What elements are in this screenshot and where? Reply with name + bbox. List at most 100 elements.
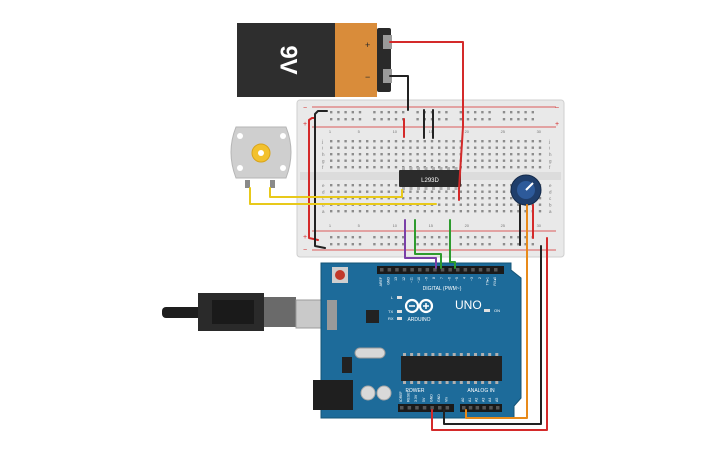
digital-pin[interactable] (471, 268, 475, 272)
power-pin[interactable] (422, 406, 427, 410)
digital-pin[interactable] (387, 268, 392, 272)
power-pin[interactable] (438, 406, 442, 410)
analog-pin[interactable] (475, 406, 480, 410)
column-number: 20 (465, 129, 470, 134)
analog-pin[interactable] (468, 406, 473, 410)
digital-pin[interactable] (402, 268, 407, 272)
reset-button[interactable] (335, 270, 345, 280)
wire-battery-plus[interactable] (389, 41, 464, 190)
analog-pin[interactable] (496, 406, 500, 410)
wire-pot-wiper[interactable] (465, 204, 528, 419)
breadboard-hole (402, 210, 405, 213)
power-pin[interactable] (445, 406, 450, 410)
rail-hole (330, 243, 333, 246)
rail-hole (387, 236, 390, 239)
dc-motor[interactable] (230, 126, 292, 188)
breadboard-hole (430, 140, 434, 143)
rail-hole (380, 243, 383, 246)
breadboard-hole (387, 190, 390, 193)
digital-pin-label: ~6 (447, 277, 451, 281)
digital-pin[interactable] (456, 268, 460, 272)
digital-pin-label: AREF (379, 277, 383, 286)
breadboard-hole (495, 146, 498, 149)
breadboard-hole (438, 153, 441, 156)
rail-hole (423, 236, 426, 239)
digital-pin[interactable] (380, 268, 384, 272)
wire-battery-minus[interactable] (389, 75, 409, 111)
rail-hole (510, 111, 513, 114)
digital-pin[interactable] (440, 268, 445, 272)
power-pin[interactable] (430, 406, 434, 410)
breadboard-hole (502, 166, 506, 169)
power-pin[interactable] (415, 406, 419, 410)
wire-left-black-loop[interactable] (314, 110, 328, 249)
breadboard-hole (330, 153, 333, 156)
digital-pin[interactable] (463, 268, 468, 272)
potentiometer[interactable] (510, 174, 542, 206)
digital-pin-label: GND (387, 277, 391, 285)
analog-pin-label: A3 (481, 398, 485, 402)
digital-pin[interactable] (486, 268, 490, 272)
wire-motor-2[interactable] (269, 187, 403, 198)
wire-5v[interactable] (431, 237, 548, 431)
atmega-pin (445, 381, 449, 384)
wire-purple[interactable] (404, 219, 437, 269)
wire-gnd[interactable] (443, 245, 542, 425)
breadboard-hole (358, 197, 362, 200)
breadboard-hole (394, 197, 398, 200)
rail-hole (344, 111, 347, 114)
ic-pin (424, 187, 428, 190)
usb-controller-chip (366, 310, 379, 323)
analog-pin[interactable] (482, 406, 486, 410)
breadboard-hole (502, 184, 506, 187)
breadboard-hole (481, 140, 484, 143)
breadboard-hole (387, 184, 390, 187)
wire-motor-1[interactable] (249, 187, 437, 205)
ic-pin (439, 187, 443, 190)
power-pin[interactable] (400, 406, 404, 410)
breadboard-hole (502, 146, 506, 149)
breadboard-hole (366, 190, 369, 193)
breadboard-hole (416, 190, 419, 193)
breadboard-hole (430, 210, 434, 213)
power-pin[interactable] (407, 406, 412, 410)
breadboard-hole (373, 184, 376, 187)
digital-pin[interactable] (410, 268, 414, 272)
digital-pin[interactable] (425, 268, 430, 272)
breadboard-hole (373, 190, 376, 193)
breadboard-hole (488, 153, 491, 156)
wire-left-red-loop[interactable] (308, 117, 319, 241)
digital-pin[interactable] (478, 268, 483, 272)
breadboard-hole (459, 203, 462, 206)
analog-pin[interactable] (462, 406, 466, 410)
ic-pin (402, 167, 405, 170)
analog-pin[interactable] (489, 406, 493, 410)
digital-pin[interactable] (448, 268, 452, 272)
breadboard-hole (502, 140, 506, 143)
digital-pin[interactable] (494, 268, 498, 272)
breadboard-hole (452, 146, 455, 149)
wire-green-2[interactable] (449, 219, 456, 269)
breadboard-hole (466, 184, 470, 187)
rail-hole (416, 111, 419, 114)
atmega-pin (495, 353, 499, 356)
wire-green-1[interactable] (414, 219, 442, 269)
ic-pin (417, 167, 420, 170)
rail-hole (524, 243, 527, 246)
battery-9v[interactable]: + − 9V (237, 23, 392, 97)
power-pin-holes (400, 406, 450, 410)
rail-hole (373, 243, 376, 246)
row-letter: g (322, 159, 325, 164)
rail-hole (358, 243, 362, 246)
digital-pin[interactable] (418, 268, 422, 272)
breadboard-hole (524, 210, 527, 213)
digital-pin[interactable] (395, 268, 399, 272)
rail-hole (402, 111, 405, 114)
rail-hole (531, 243, 534, 246)
breadboard-hole (452, 140, 455, 143)
digital-pin[interactable] (433, 268, 437, 272)
ic-l293d[interactable]: L293D (399, 167, 461, 190)
power-pin-label: GND (429, 394, 433, 402)
breadboard-hole (423, 190, 426, 193)
